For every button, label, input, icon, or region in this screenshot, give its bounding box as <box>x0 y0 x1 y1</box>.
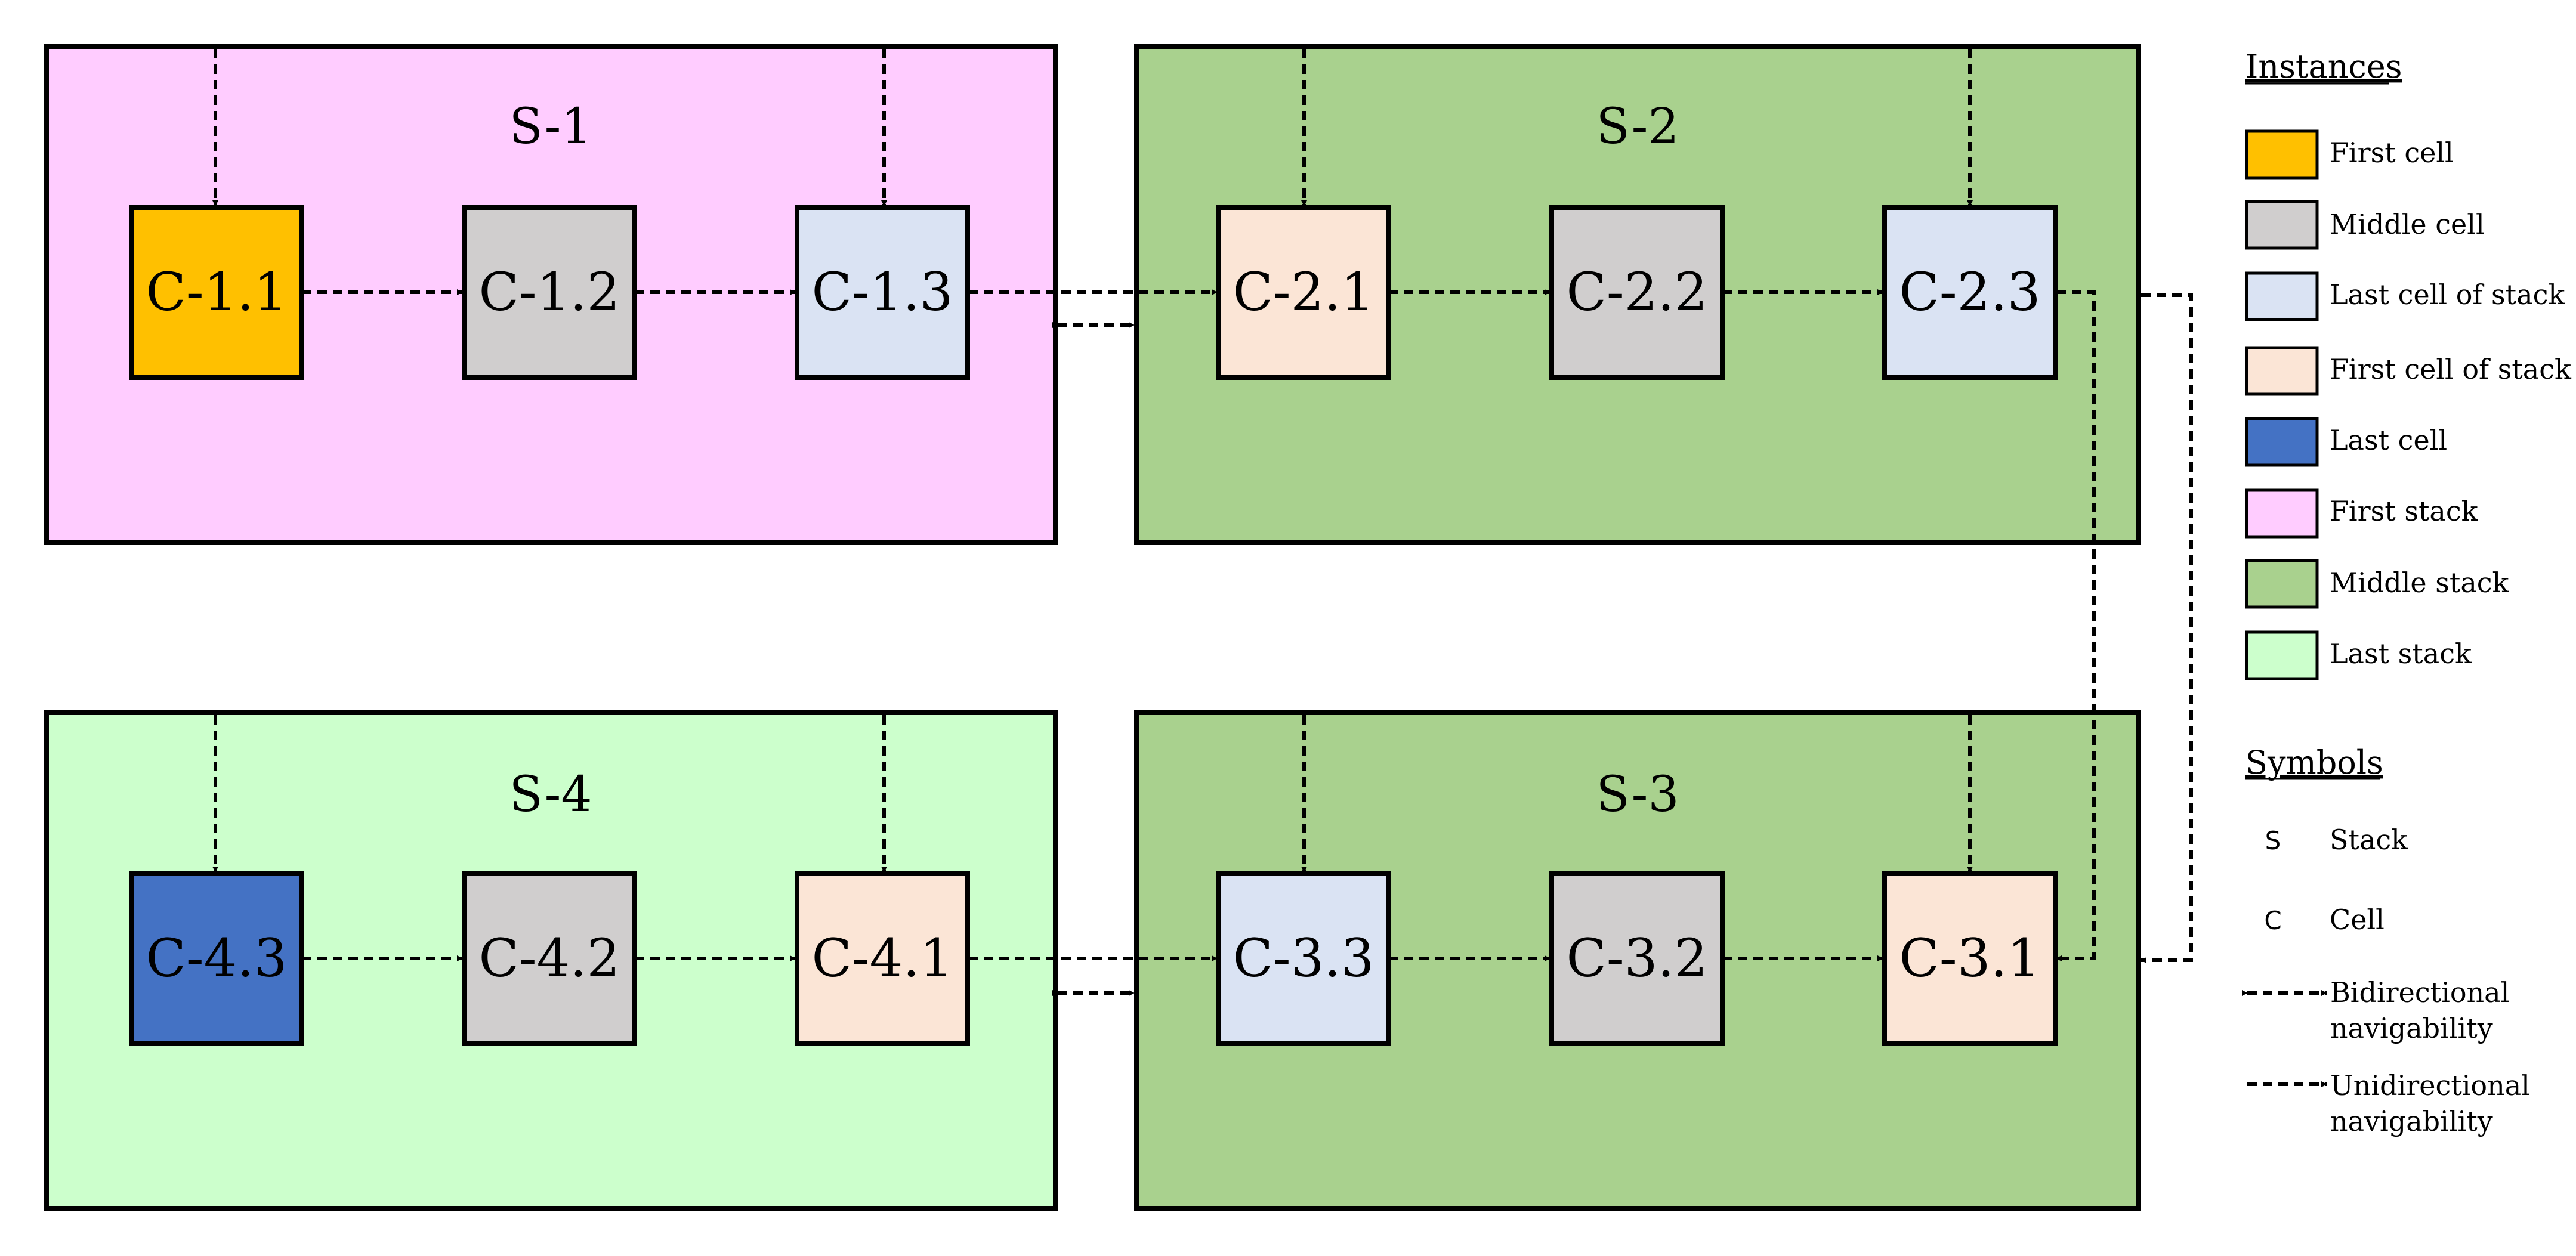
legend-bidirectional-line2: navigability <box>2330 1012 2493 1044</box>
legend-swatch-middle-stack <box>2245 559 2319 609</box>
cell-c22-label: C-2.2 <box>1566 261 1707 323</box>
cell-c43-box <box>129 871 304 1046</box>
legend-label-first-cell-of-stack: First cell of stack <box>2330 353 2572 385</box>
cell-c33-box <box>1216 871 1391 1046</box>
legend-label-middle-cell: Middle cell <box>2330 208 2485 240</box>
cell-c33-label: C-3.3 <box>1233 927 1374 989</box>
stack-s3-label: S-3 <box>1596 766 1679 823</box>
cell-c21-box <box>1216 205 1391 380</box>
cell-c41-label: C-4.1 <box>811 927 953 989</box>
stack-s1-label: S-1 <box>509 98 592 155</box>
legend: Instances First cell Middle cell Last ce… <box>2242 48 2572 1137</box>
legend-swatch-first-cell-of-stack <box>2245 346 2319 396</box>
connectors <box>212 49 2193 996</box>
legend-swatch-last-stack <box>2245 630 2319 680</box>
cells: C-1.1 C-1.2 C-1.3 C-2.1 C-2.2 C-2.3 C-3.… <box>129 205 2058 1046</box>
cell-c21-label: C-2.1 <box>1233 261 1374 323</box>
stack-s2-label: S-2 <box>1596 98 1679 155</box>
legend-unidirectional-line1: Unidirectional <box>2330 1069 2530 1102</box>
cell-c22-box <box>1549 205 1725 380</box>
legend-symbols-heading: Symbols <box>2245 744 2383 781</box>
legend-label-last-cell: Last cell <box>2330 424 2447 456</box>
cell-c12-label: C-1.2 <box>478 261 620 323</box>
legend-label-middle-stack: Middle stack <box>2330 567 2510 599</box>
legend-label-last-cell-of-stack: Last cell of stack <box>2330 279 2565 311</box>
cell-c32-box <box>1549 871 1725 1046</box>
legend-unidirectional-line2: navigability <box>2330 1105 2493 1137</box>
cell-c12-box <box>462 205 637 380</box>
cell-c11-box <box>129 205 304 380</box>
cell-c42-box <box>462 871 637 1046</box>
legend-symbol-s-label: Stack <box>2330 824 2408 856</box>
legend-symbol-c-letter: C <box>2264 906 2281 935</box>
cell-c42-label: C-4.2 <box>478 927 620 989</box>
legend-symbol-c-label: Cell <box>2330 904 2385 936</box>
legend-swatch-last-cell <box>2245 417 2319 467</box>
legend-swatch-middle-cell <box>2245 200 2319 250</box>
legend-label-first-stack: First stack <box>2330 495 2479 527</box>
cell-c13-label: C-1.3 <box>811 261 953 323</box>
legend-swatch-last-cell-of-stack <box>2245 271 2319 321</box>
cell-c13-box <box>795 205 970 380</box>
legend-instances-heading: Instances <box>2245 48 2402 85</box>
legend-swatch-first-stack <box>2245 488 2319 539</box>
legend-label-first-cell: First cell <box>2330 137 2454 169</box>
cell-c23-label: C-2.3 <box>1899 261 2040 323</box>
legend-label-last-stack: Last stack <box>2330 638 2472 670</box>
stack-s4-label: S-4 <box>509 766 592 823</box>
cell-c23-box <box>1882 205 2058 380</box>
legend-bidirectional-line1: Bidirectional <box>2330 976 2509 1008</box>
cell-c41-box <box>795 871 970 1046</box>
link-s2-s3 <box>2136 292 2193 963</box>
cell-c31-box <box>1882 871 2058 1046</box>
cell-c31-label: C-3.1 <box>1899 927 2040 989</box>
cell-c43-label: C-4.3 <box>146 927 287 989</box>
link-c23-c31 <box>2051 289 2096 961</box>
legend-swatch-first-cell <box>2245 129 2319 180</box>
cell-c32-label: C-3.2 <box>1566 927 1707 989</box>
cell-c11-label: C-1.1 <box>146 261 287 323</box>
legend-symbol-s-letter: S <box>2265 826 2281 855</box>
